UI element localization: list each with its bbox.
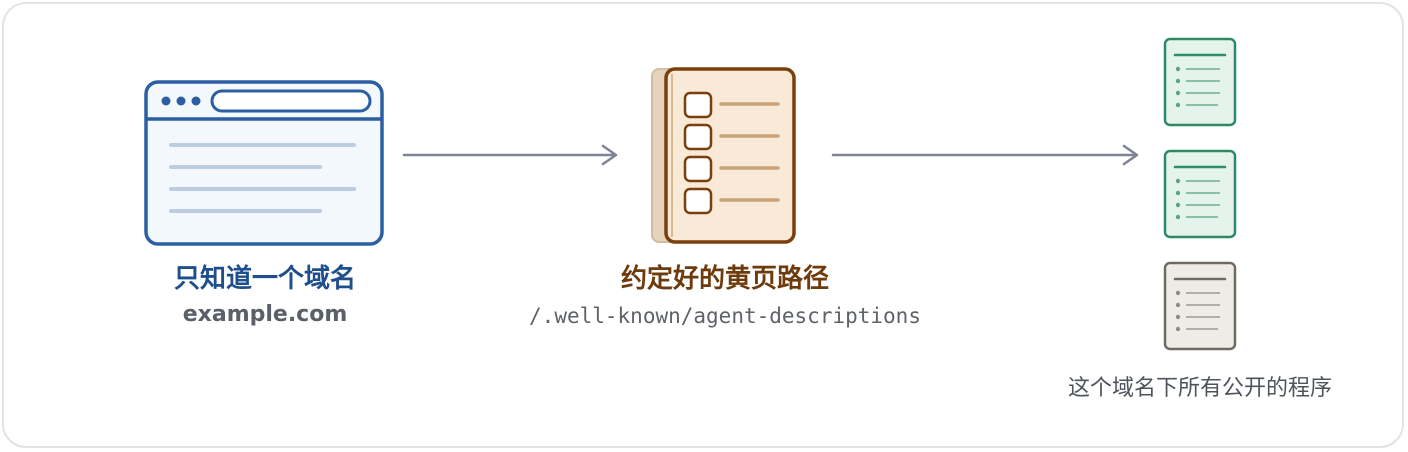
path-step-title: 约定好的黄页路径 (620, 264, 829, 294)
arrow-right-icon (402, 144, 618, 166)
domain-step-title: 只知道一个域名 (173, 264, 356, 294)
domain-example-text: example.com (182, 302, 348, 327)
program-document-icon (1163, 149, 1237, 239)
programs-caption: 这个域名下所有公开的程序 (1067, 376, 1332, 401)
browser-window-icon (144, 80, 384, 246)
arrow-right-icon (831, 144, 1139, 166)
yellow-pages-book-icon (651, 67, 796, 244)
well-known-path-text: /.well-known/agent-descriptions (529, 304, 921, 328)
program-document-icon (1163, 261, 1237, 351)
program-document-icon (1163, 37, 1237, 127)
